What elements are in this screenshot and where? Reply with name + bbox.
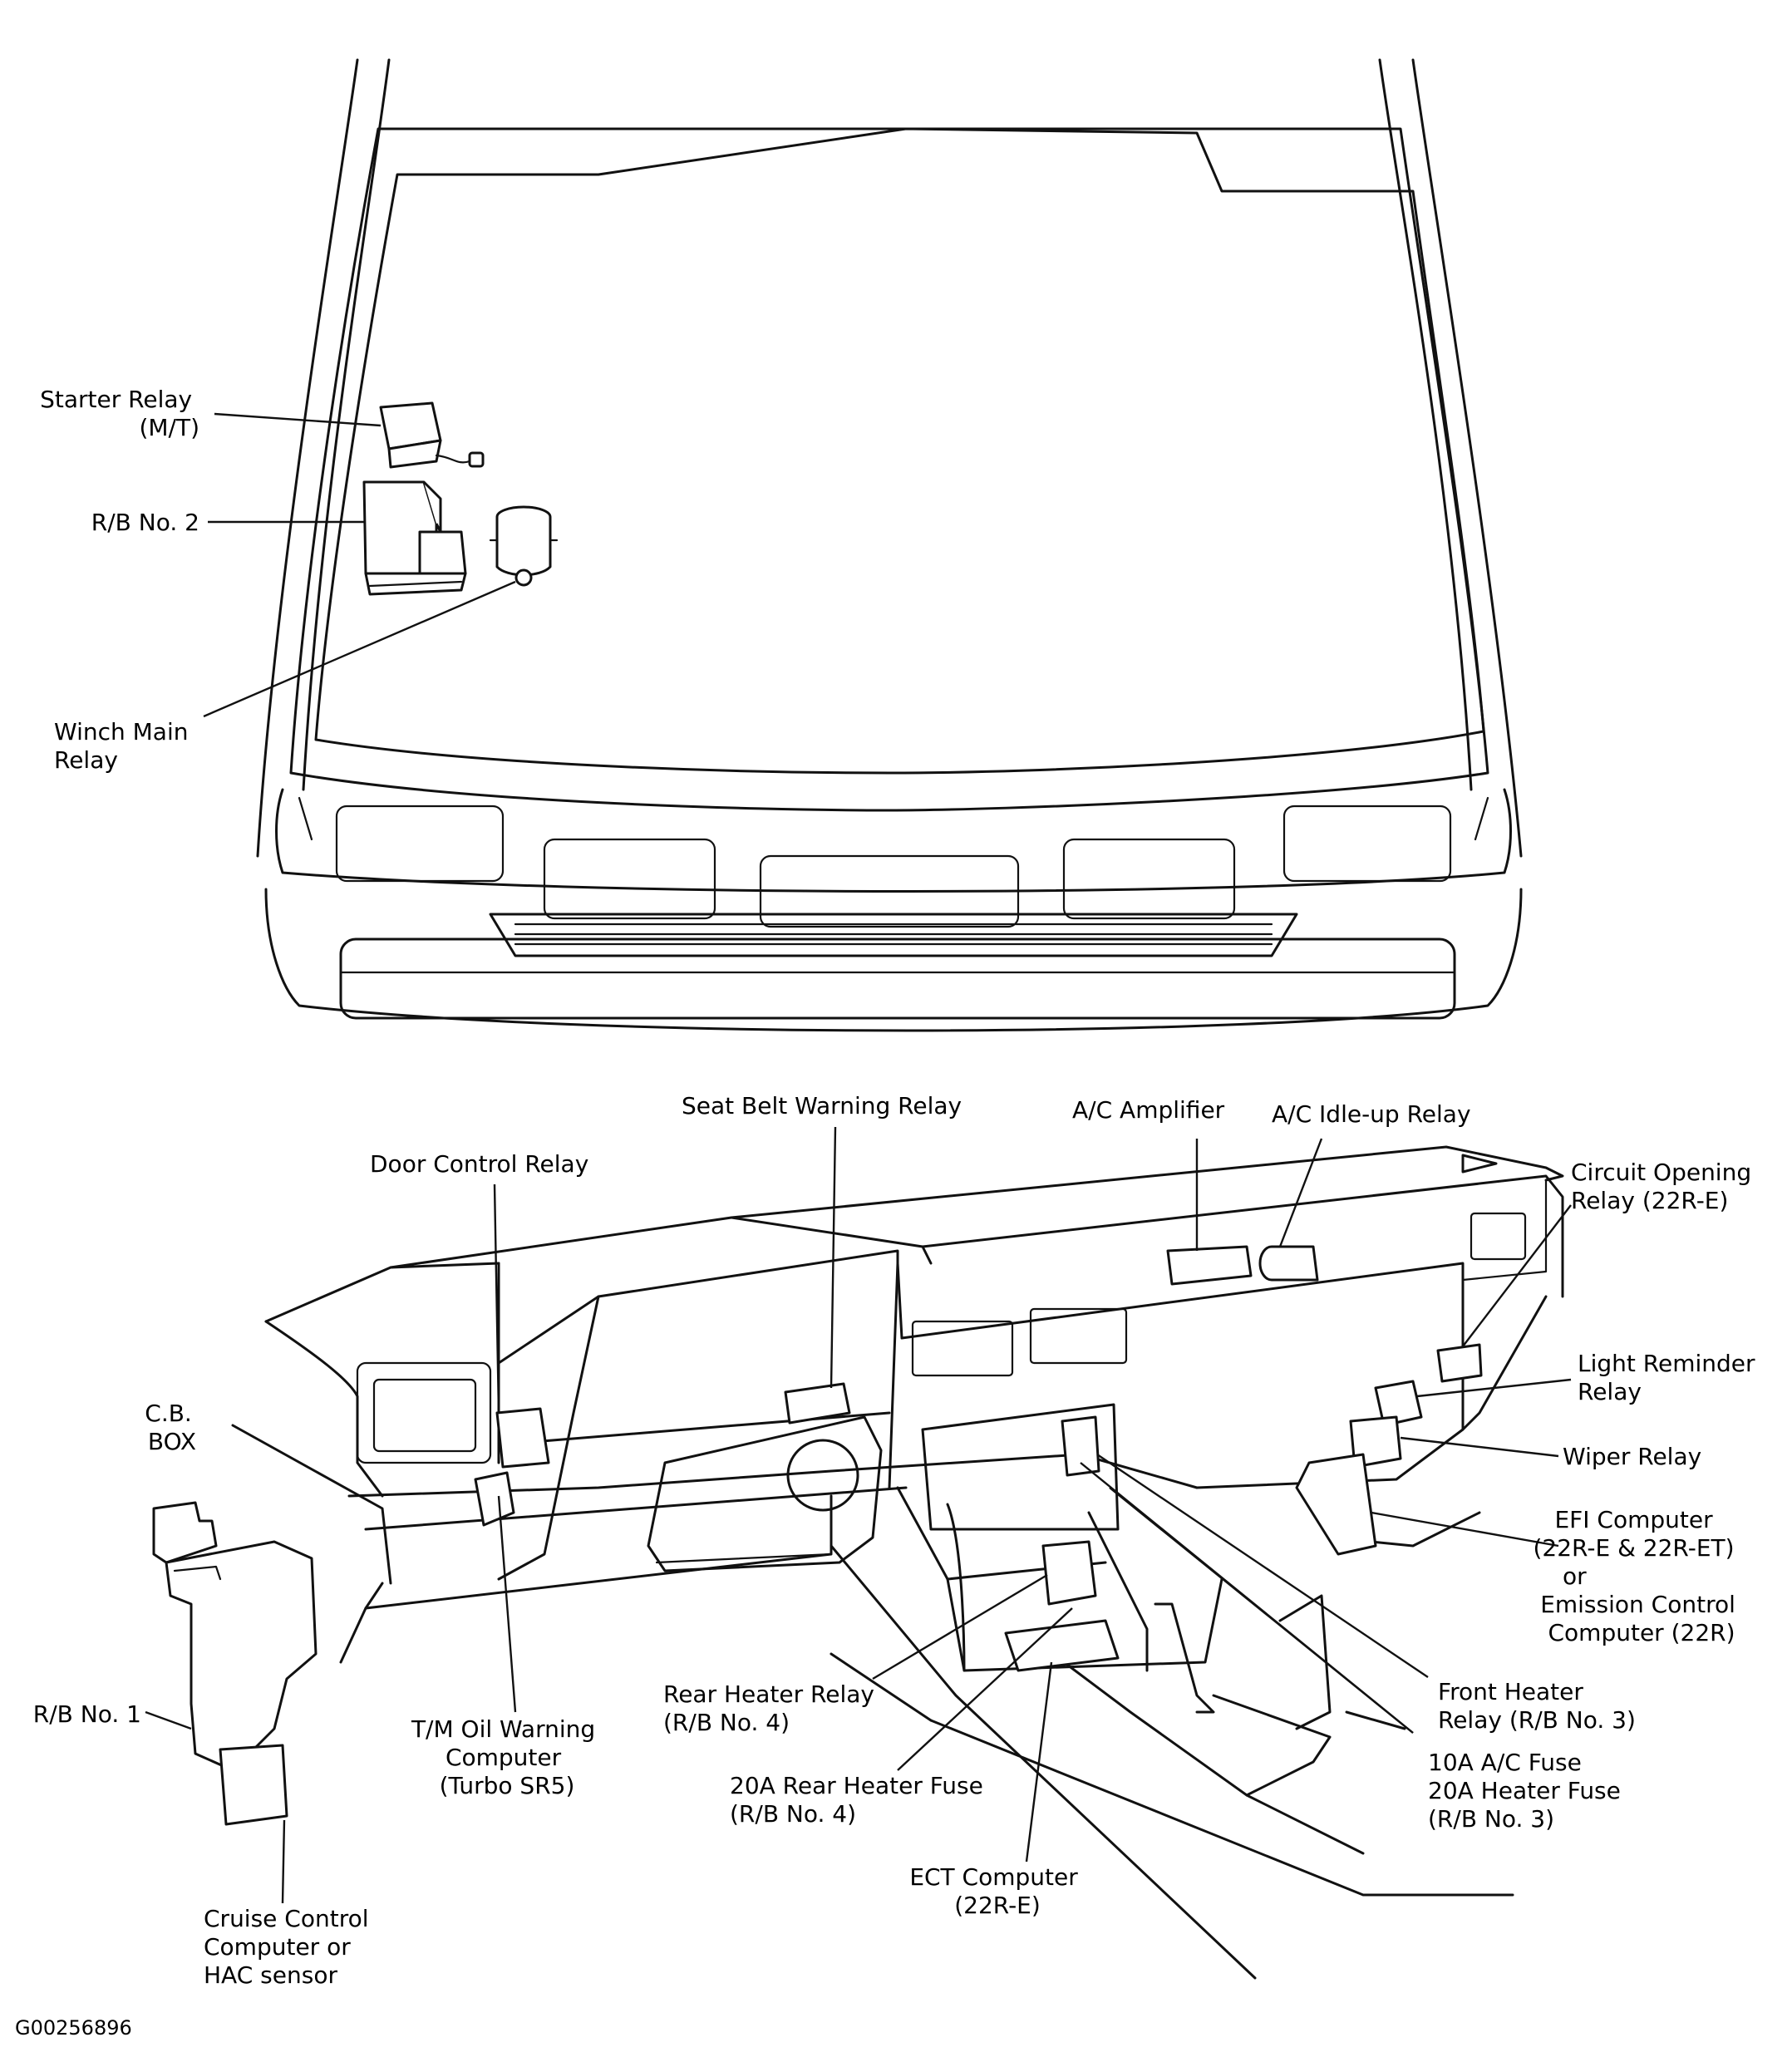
leader-lines — [145, 412, 1572, 1904]
label-seat-belt-warning-relay: Seat Belt Warning Relay — [682, 1092, 962, 1119]
instrument-panel-drawing — [231, 1145, 1564, 1980]
circuit-opening-relay-part — [1436, 1343, 1483, 1383]
label-cb-box: C.B. BOX — [145, 1400, 199, 1455]
starter-relay-part — [379, 401, 485, 469]
light-reminder-relay-part — [1374, 1380, 1423, 1427]
label-light-reminder-relay: Light Reminder Relay — [1578, 1350, 1762, 1405]
rear-heater-relay-part — [1041, 1540, 1097, 1606]
label-winch-main-relay: Winch Main Relay — [54, 718, 195, 774]
label-ect-computer: ECT Computer (22R-E) — [909, 1863, 1085, 1919]
label-cruise-control: Cruise Control Computer or HAC sensor — [204, 1905, 376, 1989]
winch-main-relay-part — [489, 505, 559, 587]
door-control-relay-part — [495, 1407, 550, 1469]
label-starter-relay: Starter Relay (M/T) — [40, 386, 199, 441]
cruise-control-part — [219, 1744, 288, 1826]
label-front-heater-relay: Front Heater Relay (R/B No. 3) — [1438, 1678, 1636, 1734]
ac-amplifier-part — [1166, 1245, 1253, 1286]
label-wiper-relay: Wiper Relay — [1563, 1443, 1701, 1470]
label-circuit-opening-relay: Circuit Opening Relay (22R-E) — [1571, 1159, 1759, 1214]
label-ac-idle-up-relay: A/C Idle-up Relay — [1272, 1100, 1471, 1128]
label-rb-no1: R/B No. 1 — [33, 1700, 141, 1728]
label-ac-amplifier: A/C Amplifier — [1072, 1096, 1225, 1124]
label-efi-computer: EFI Computer (22R-E & 22R-ET) or Emissio… — [1534, 1506, 1743, 1646]
cb-box-rb-no1-part — [152, 1501, 318, 1772]
label-door-control-relay: Door Control Relay — [370, 1150, 588, 1178]
front-heater-relay-part — [1061, 1415, 1100, 1477]
engine-compartment-components — [362, 401, 559, 596]
ect-computer-part — [1004, 1619, 1120, 1672]
rb-no2-part — [362, 480, 467, 596]
instrument-panel-components — [152, 1245, 1483, 1826]
vehicle-front-drawing — [256, 58, 1523, 1032]
efi-computer-part — [1295, 1453, 1377, 1556]
ac-idle-up-relay-part — [1258, 1245, 1319, 1282]
label-rear-heater-relay: Rear Heater Relay (R/B No. 4) — [663, 1680, 882, 1736]
figure-id: G00256896 — [15, 2016, 132, 2040]
label-rb-no2: R/B No. 2 — [91, 509, 199, 536]
label-ac-heater-fuse: 10A A/C Fuse 20A Heater Fuse (R/B No. 3) — [1428, 1749, 1628, 1833]
callout-labels: Starter Relay (M/T) R/B No. 2 Winch Main… — [15, 386, 1762, 2040]
label-tm-oil-warning: T/M Oil Warning Computer (Turbo SR5) — [411, 1715, 603, 1799]
label-rear-heater-fuse: 20A Rear Heater Fuse (R/B No. 4) — [730, 1772, 991, 1828]
seat-belt-warning-relay-part — [784, 1382, 851, 1425]
tm-oil-warning-part — [474, 1471, 515, 1527]
